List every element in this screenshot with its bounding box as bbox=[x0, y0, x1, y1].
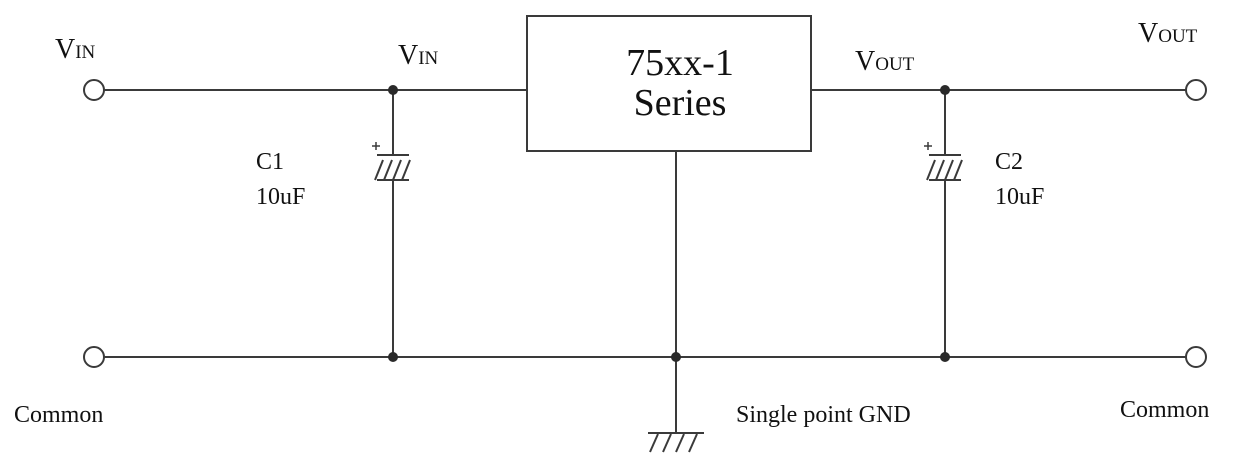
vin-node-label-sub: IN bbox=[418, 48, 439, 69]
ground-symbol bbox=[648, 432, 704, 453]
vout-node-label: VOUT bbox=[855, 48, 914, 76]
c1-value-label: 10uF bbox=[256, 184, 306, 210]
vin-terminal-label: VIN bbox=[55, 36, 95, 64]
junction-dot-c1-common bbox=[388, 352, 398, 362]
vout-terminal-label-sub: OUT bbox=[1158, 26, 1198, 47]
ground-label: Single point GND bbox=[736, 402, 911, 428]
vin-terminal-label-sub: IN bbox=[75, 42, 96, 63]
common-right-terminal bbox=[1185, 346, 1207, 368]
c2-name-label: C2 bbox=[995, 149, 1024, 175]
regulator-label: 75xx-1 Series bbox=[527, 16, 811, 151]
vin-node-label: VIN bbox=[398, 42, 438, 70]
common-left-terminal bbox=[83, 346, 105, 368]
common-left-label: Common bbox=[14, 402, 104, 428]
vout-terminal-label-main: V bbox=[1138, 18, 1159, 49]
common-right-label: Common bbox=[1120, 397, 1210, 423]
regulator-box bbox=[526, 15, 812, 152]
regulator-model: 75xx-1 bbox=[626, 41, 734, 84]
vin-node-label-main: V bbox=[398, 40, 419, 71]
c2-capacitor-symbol bbox=[924, 142, 963, 181]
vout-node-label-main: V bbox=[855, 46, 876, 77]
c2-value-label: 10uF bbox=[995, 184, 1045, 210]
vin-terminal-label-main: V bbox=[55, 34, 76, 65]
c1-capacitor-symbol bbox=[372, 142, 411, 181]
vin-terminal bbox=[83, 79, 105, 101]
regulator-series: Series bbox=[633, 81, 727, 124]
vout-node-label-sub: OUT bbox=[875, 54, 915, 75]
junction-dot-vin bbox=[388, 85, 398, 95]
c1-name-label: C1 bbox=[256, 149, 285, 175]
vout-terminal-label: VOUT bbox=[1138, 20, 1197, 48]
junction-dot-vout bbox=[940, 85, 950, 95]
junction-dot-c2-common bbox=[940, 352, 950, 362]
vout-terminal bbox=[1185, 79, 1207, 101]
junction-dot-ground bbox=[671, 352, 681, 362]
